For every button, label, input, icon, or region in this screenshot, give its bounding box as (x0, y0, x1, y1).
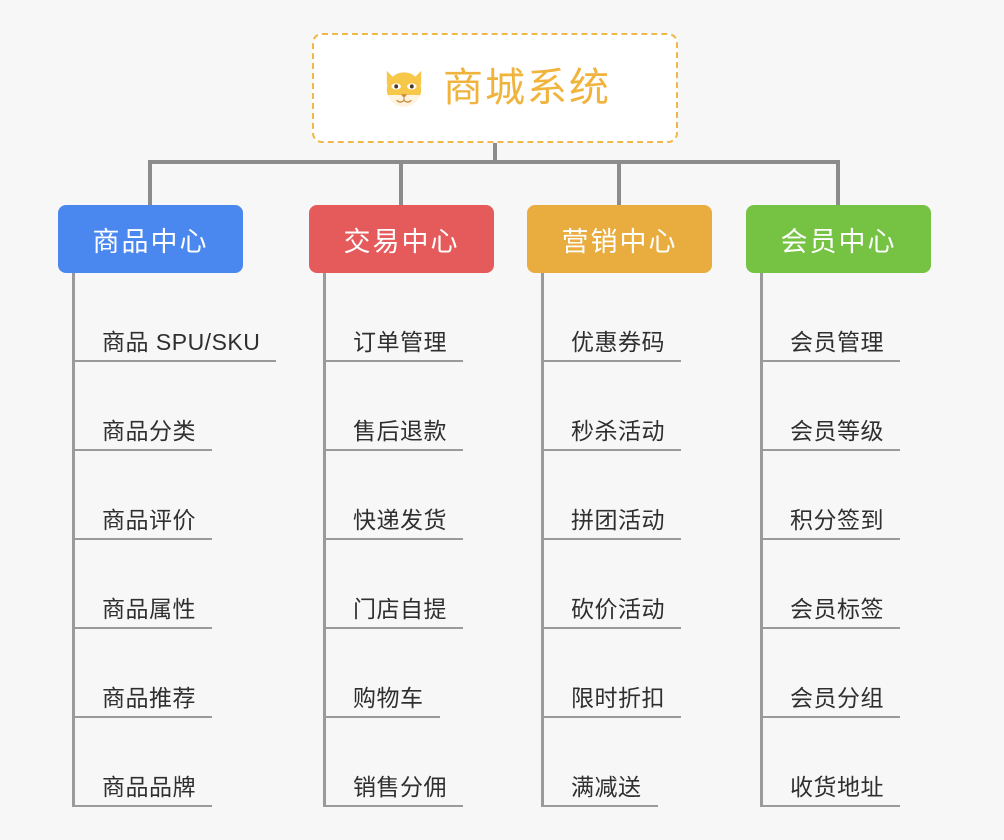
leaf-label: 快递发货 (323, 507, 463, 540)
category-label: 商品中心 (92, 226, 209, 257)
leaf-label: 会员管理 (760, 329, 900, 362)
category-label: 交易中心 (343, 226, 460, 257)
connector-drop-4 (836, 160, 840, 208)
root-node-content: 商城系统 (379, 63, 611, 113)
leaf-label: 购物车 (323, 685, 440, 718)
category-header-trade[interactable]: 交易中心 (309, 205, 494, 273)
connector-drop-3 (617, 160, 621, 208)
leaf-list-trade: 订单管理 售后退款 快递发货 门店自提 购物车 销售分佣 (323, 273, 494, 807)
list-item[interactable]: 商品属性 (72, 540, 276, 629)
leaf-label: 会员分组 (760, 685, 900, 718)
list-item[interactable]: 优惠券码 (541, 273, 712, 362)
list-item[interactable]: 商品推荐 (72, 629, 276, 718)
leaf-label: 商品推荐 (72, 685, 212, 718)
list-item[interactable]: 拼团活动 (541, 451, 712, 540)
list-item[interactable]: 商品 SPU/SKU (72, 273, 277, 362)
leaf-label: 商品评价 (72, 507, 212, 540)
list-item[interactable]: 商品分类 (72, 362, 276, 451)
category-label: 会员中心 (780, 226, 897, 257)
leaf-label: 砍价活动 (541, 596, 681, 629)
leaf-label: 限时折扣 (541, 685, 681, 718)
leaf-label: 积分签到 (760, 507, 900, 540)
leaf-label: 秒杀活动 (541, 418, 681, 451)
category-header-product[interactable]: 商品中心 (58, 205, 243, 273)
category-column-product: 商品中心 商品 SPU/SKU 商品分类 商品评价 商品属性 商品推荐 商品品牌 (58, 205, 277, 807)
leaf-list-marketing: 优惠券码 秒杀活动 拼团活动 砍价活动 限时折扣 满减送 (541, 273, 712, 807)
leaf-label: 门店自提 (323, 596, 463, 629)
shiba-dog-icon (386, 70, 422, 107)
leaf-label: 会员等级 (760, 418, 900, 451)
leaf-label: 商品分类 (72, 418, 212, 451)
connector-drop-2 (399, 160, 403, 208)
connector-root-stem (493, 143, 497, 163)
list-item[interactable]: 会员分组 (760, 629, 931, 718)
leaf-list-member: 会员管理 会员等级 积分签到 会员标签 会员分组 收货地址 (760, 273, 931, 807)
list-item[interactable]: 销售分佣 (323, 718, 494, 807)
list-item[interactable]: 会员管理 (760, 273, 931, 362)
list-item[interactable]: 会员标签 (760, 540, 931, 629)
root-title: 商城系统 (443, 66, 611, 110)
list-item[interactable]: 积分签到 (760, 451, 931, 540)
list-item[interactable]: 商品品牌 (72, 718, 276, 807)
category-label: 营销中心 (561, 226, 678, 257)
leaf-label: 销售分佣 (323, 774, 463, 807)
list-item[interactable]: 购物车 (323, 629, 494, 718)
list-item[interactable]: 收货地址 (760, 718, 931, 807)
list-item[interactable]: 秒杀活动 (541, 362, 712, 451)
category-column-member: 会员中心 会员管理 会员等级 积分签到 会员标签 会员分组 收货地址 (746, 205, 931, 807)
leaf-label: 会员标签 (760, 596, 900, 629)
list-item[interactable]: 门店自提 (323, 540, 494, 629)
leaf-label: 优惠券码 (541, 329, 681, 362)
list-item[interactable]: 快递发货 (323, 451, 494, 540)
category-header-marketing[interactable]: 营销中心 (527, 205, 712, 273)
category-column-marketing: 营销中心 优惠券码 秒杀活动 拼团活动 砍价活动 限时折扣 满减送 (527, 205, 712, 807)
leaf-label: 商品品牌 (72, 774, 212, 807)
list-item[interactable]: 商品评价 (72, 451, 276, 540)
leaf-label: 满减送 (541, 774, 658, 807)
leaf-label: 售后退款 (323, 418, 463, 451)
list-item[interactable]: 会员等级 (760, 362, 931, 451)
category-column-trade: 交易中心 订单管理 售后退款 快递发货 门店自提 购物车 销售分佣 (309, 205, 494, 807)
list-item[interactable]: 订单管理 (323, 273, 494, 362)
leaf-label: 订单管理 (323, 329, 463, 362)
leaf-label: 收货地址 (760, 774, 900, 807)
leaf-label: 商品属性 (72, 596, 212, 629)
list-item[interactable]: 售后退款 (323, 362, 494, 451)
list-item[interactable]: 满减送 (541, 718, 712, 807)
root-node[interactable]: 商城系统 (312, 33, 678, 143)
list-item[interactable]: 砍价活动 (541, 540, 712, 629)
leaf-label: 商品 SPU/SKU (72, 329, 277, 362)
leaf-list-product: 商品 SPU/SKU 商品分类 商品评价 商品属性 商品推荐 商品品牌 (72, 273, 277, 807)
leaf-label: 拼团活动 (541, 507, 681, 540)
list-item[interactable]: 限时折扣 (541, 629, 712, 718)
connector-drop-1 (148, 160, 152, 208)
connector-horizontal-bus (150, 160, 840, 164)
category-header-member[interactable]: 会员中心 (746, 205, 931, 273)
